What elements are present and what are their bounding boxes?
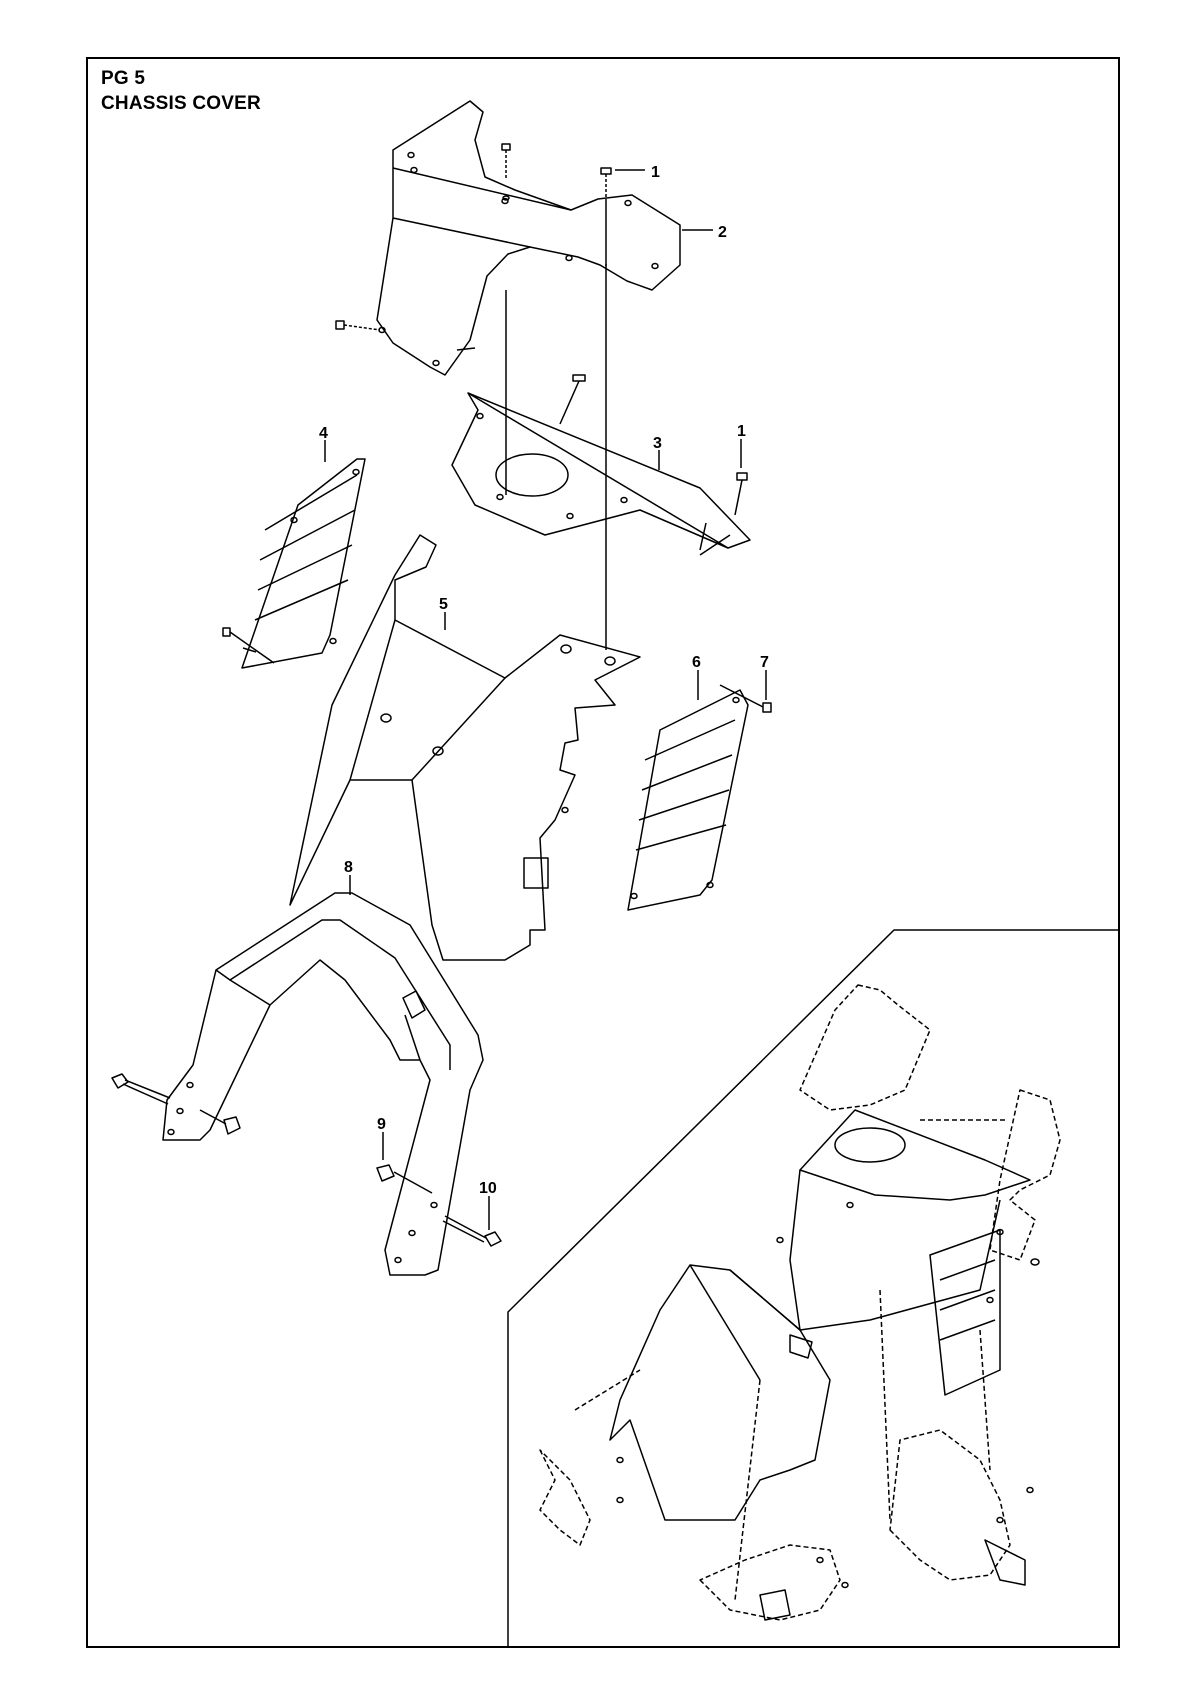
callout-10: 10 [479,1180,497,1197]
part-1-screws-top [335,143,612,331]
callout-2: 2 [718,224,727,241]
inset-border [507,929,1119,1646]
part-3-center-plate [451,374,751,556]
page-code: PG 5 [101,68,146,89]
callout-3: 3 [653,435,662,452]
part-4-left-panel [222,458,366,669]
part-6-right-panel [627,684,772,911]
part-8-u-guard [162,892,484,1276]
callout-1-right: 1 [737,423,746,440]
page-title: CHASSIS COVER [101,93,261,114]
callout-1-top: 1 [651,164,660,181]
drawing-frame [86,57,1120,1648]
callout-6: 6 [692,654,701,671]
callout-7: 7 [760,654,769,671]
inset-assembly-view [539,984,1061,1621]
callout-5: 5 [439,596,448,613]
part-2-upper-cover [376,100,681,376]
callout-4: 4 [319,425,328,442]
callout-9: 9 [377,1116,386,1133]
part-5-tunnel-cover [289,534,641,961]
bolts-and-nuts [111,1073,502,1247]
callout-8: 8 [344,859,353,876]
callout-leaders [324,169,767,1230]
